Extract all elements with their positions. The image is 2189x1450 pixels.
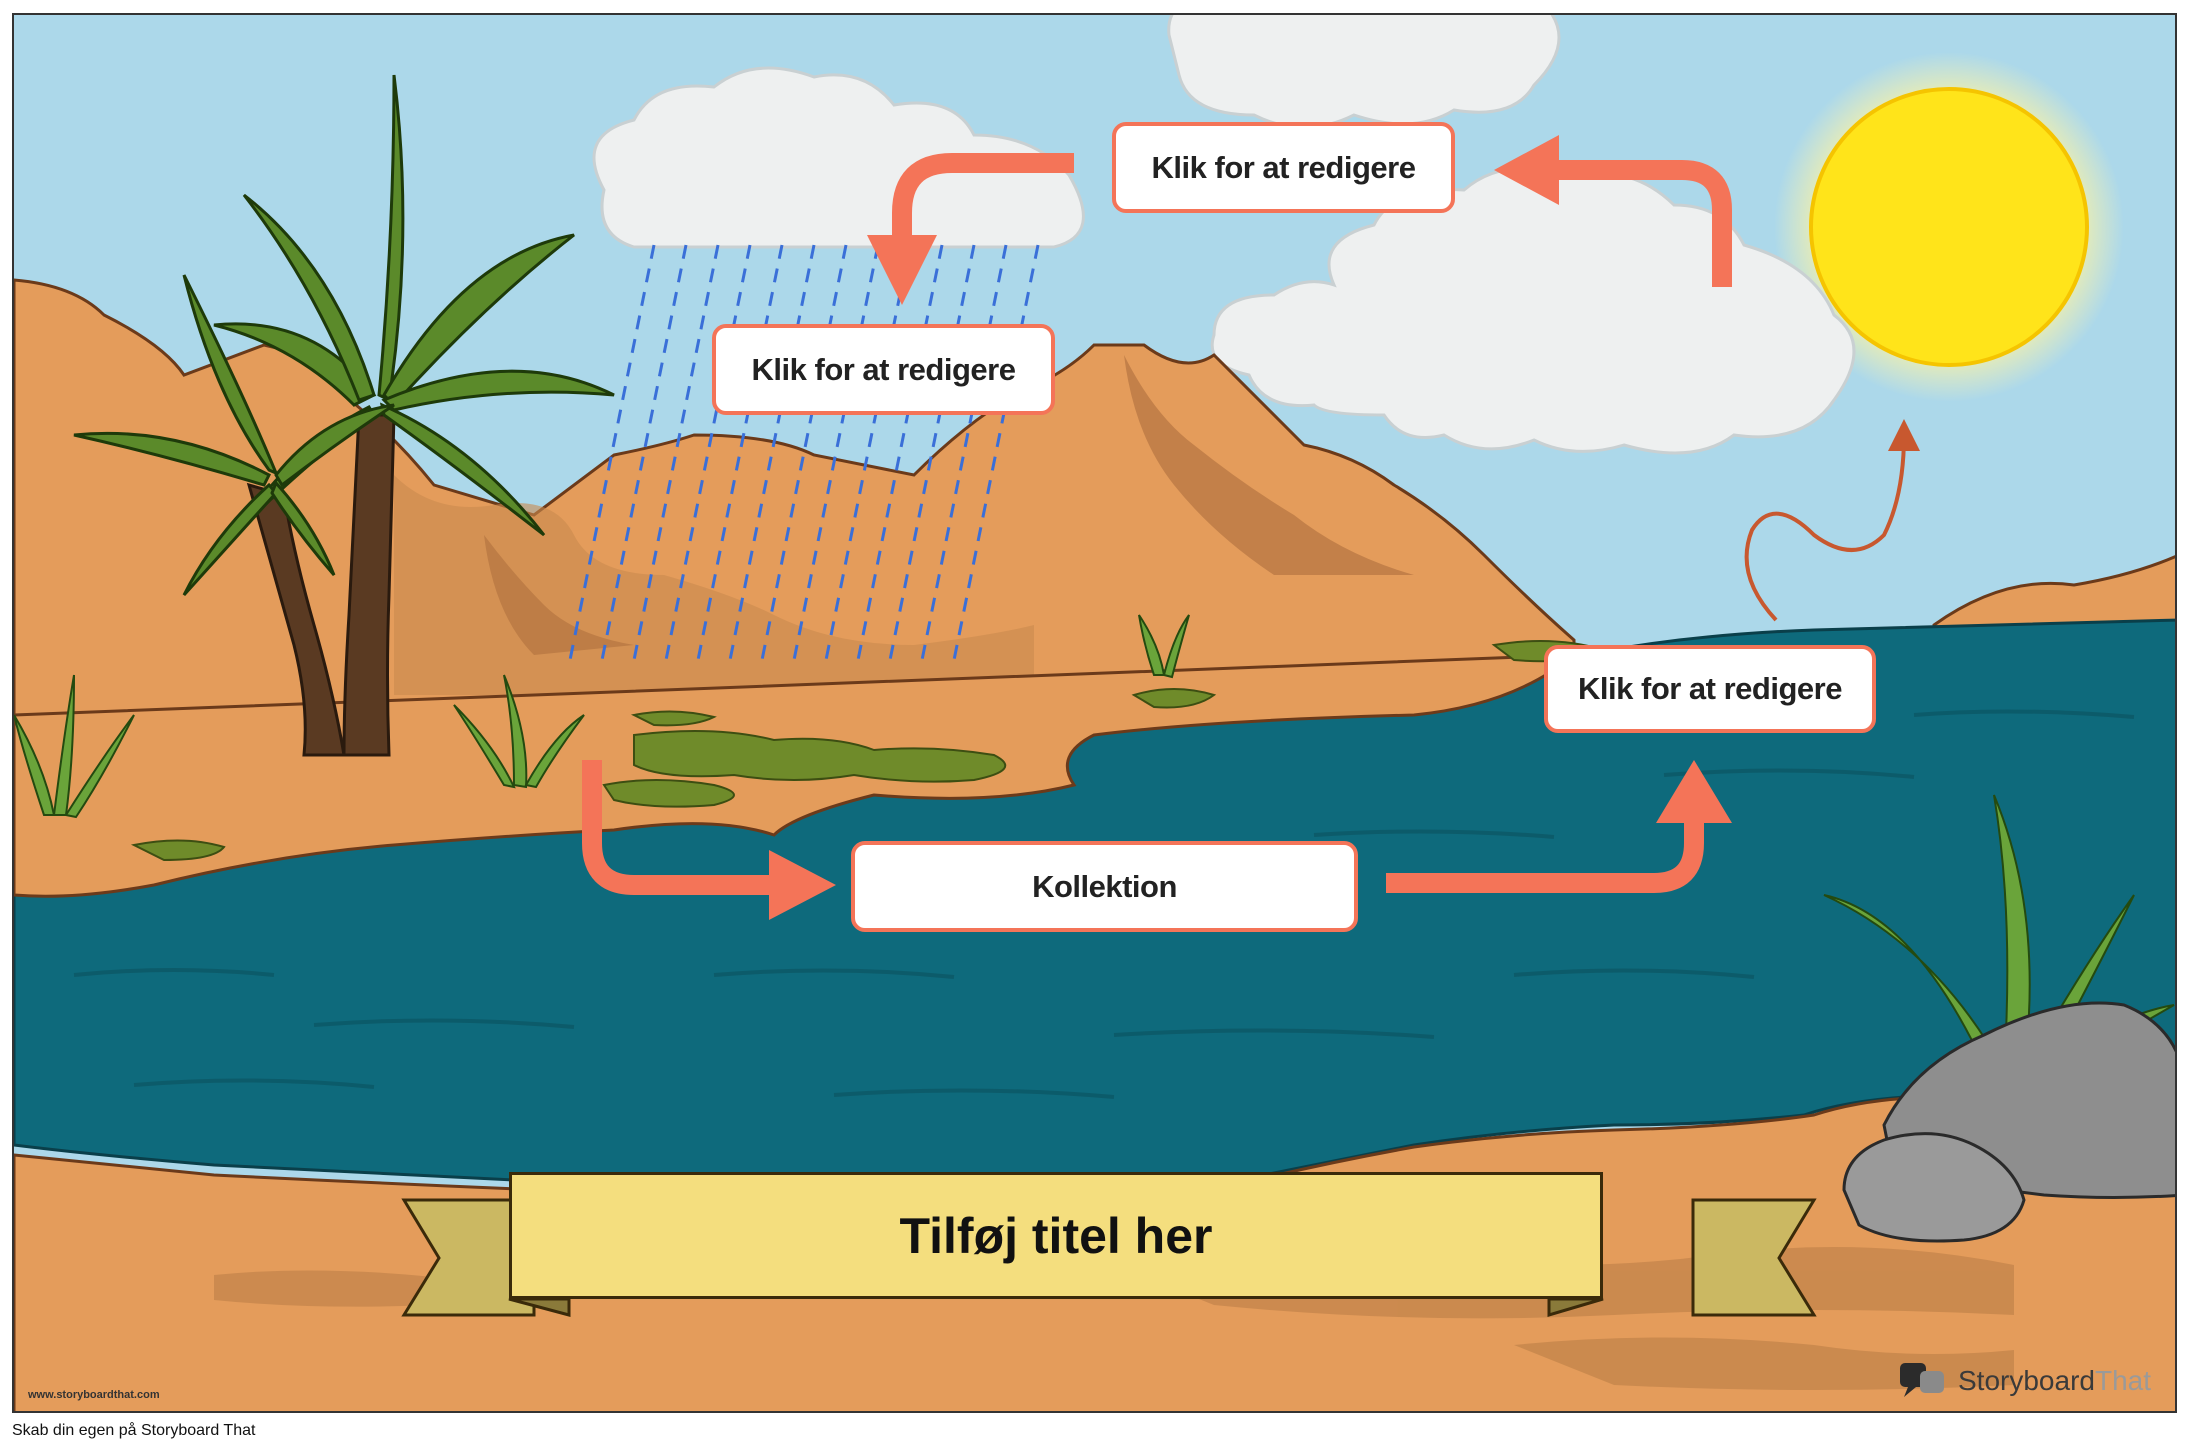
cloud-icon bbox=[592, 15, 1856, 455]
brand-name-dark: Storyboard bbox=[1958, 1365, 2095, 1396]
sun-icon bbox=[1774, 52, 2124, 402]
palm-tree-icon bbox=[73, 74, 615, 757]
collection-label[interactable]: Kollektion bbox=[851, 841, 1358, 932]
algae-patches bbox=[130, 640, 1607, 862]
arrow-heads bbox=[769, 135, 1732, 920]
water-cycle-scene: Klik for at redigere Klik for at rediger… bbox=[12, 13, 2177, 1413]
water-ripples bbox=[73, 709, 2135, 1099]
title-banner[interactable]: Tilføj titel her bbox=[509, 1172, 1603, 1299]
watermark-url: www.storyboardthat.com bbox=[28, 1389, 160, 1401]
speech-bubble-icon bbox=[1900, 1363, 1944, 1397]
rain-cloud-label[interactable]: Klik for at redigere bbox=[712, 324, 1055, 415]
title-ribbon bbox=[401, 1198, 1817, 1318]
arrow-icon bbox=[582, 153, 1732, 895]
brand-name-light: That bbox=[2094, 1365, 2151, 1396]
top-center-label[interactable]: Klik for at redigere bbox=[1112, 122, 1455, 213]
rock-icon bbox=[1842, 1001, 2175, 1243]
brand-name: StoryboardThat bbox=[1958, 1365, 2151, 1397]
footer-credit[interactable]: Skab din egen på Storyboard That bbox=[12, 1422, 256, 1439]
right-water-label[interactable]: Klik for at redigere bbox=[1544, 645, 1876, 733]
evaporation-arrow bbox=[1744, 419, 1920, 622]
brand-logo[interactable]: StoryboardThat bbox=[1902, 1361, 2151, 1401]
title-banner-body bbox=[509, 1172, 1603, 1299]
title-banner-text[interactable]: Tilføj titel her bbox=[899, 1207, 1213, 1264]
